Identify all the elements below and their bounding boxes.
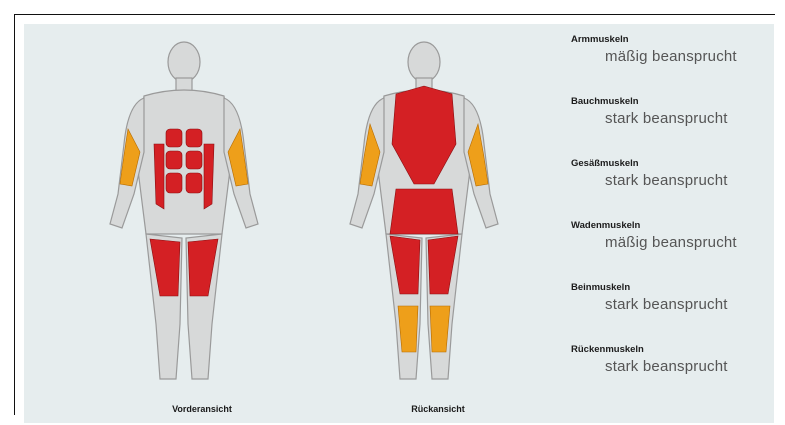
back-view-caption: Rückansicht (368, 404, 508, 414)
muscle-diagram-panel: Vorderansicht Rückansicht Armmuskeln mäß… (24, 24, 774, 423)
back-body-figure (334, 34, 514, 394)
muscle-name: Gesäßmuskeln (571, 158, 771, 172)
back-glute-and-leg-muscles (390, 236, 458, 294)
muscle-name: Wadenmuskeln (571, 220, 771, 234)
muscle-load-legend: Armmuskeln mäßig beansprucht Bauchmuskel… (571, 34, 771, 406)
muscle-row-glute: Gesäßmuskeln stark beansprucht (571, 158, 771, 220)
muscle-load-level: stark beansprucht (571, 296, 771, 313)
muscle-name: Armmuskeln (571, 34, 771, 48)
muscle-load-level: stark beansprucht (571, 358, 771, 375)
muscle-row-arm: Armmuskeln mäßig beansprucht (571, 34, 771, 96)
back-calf-muscles (398, 306, 450, 352)
front-leg-muscles (150, 239, 218, 296)
muscle-row-calf: Wadenmuskeln mäßig beansprucht (571, 220, 771, 282)
muscle-load-level: stark beansprucht (571, 172, 771, 189)
muscle-name: Beinmuskeln (571, 282, 771, 296)
muscle-row-back: Rückenmuskeln stark beansprucht (571, 344, 771, 406)
muscle-load-level: stark beansprucht (571, 110, 771, 127)
muscle-row-abdominal: Bauchmuskeln stark beansprucht (571, 96, 771, 158)
muscle-load-level: mäßig beansprucht (571, 48, 771, 65)
muscle-load-level: mäßig beansprucht (571, 234, 771, 251)
muscle-name: Bauchmuskeln (571, 96, 771, 110)
front-view-caption: Vorderansicht (132, 404, 272, 414)
front-body-figure (94, 34, 274, 394)
muscle-row-leg: Beinmuskeln stark beansprucht (571, 282, 771, 344)
muscle-name: Rückenmuskeln (571, 344, 771, 358)
